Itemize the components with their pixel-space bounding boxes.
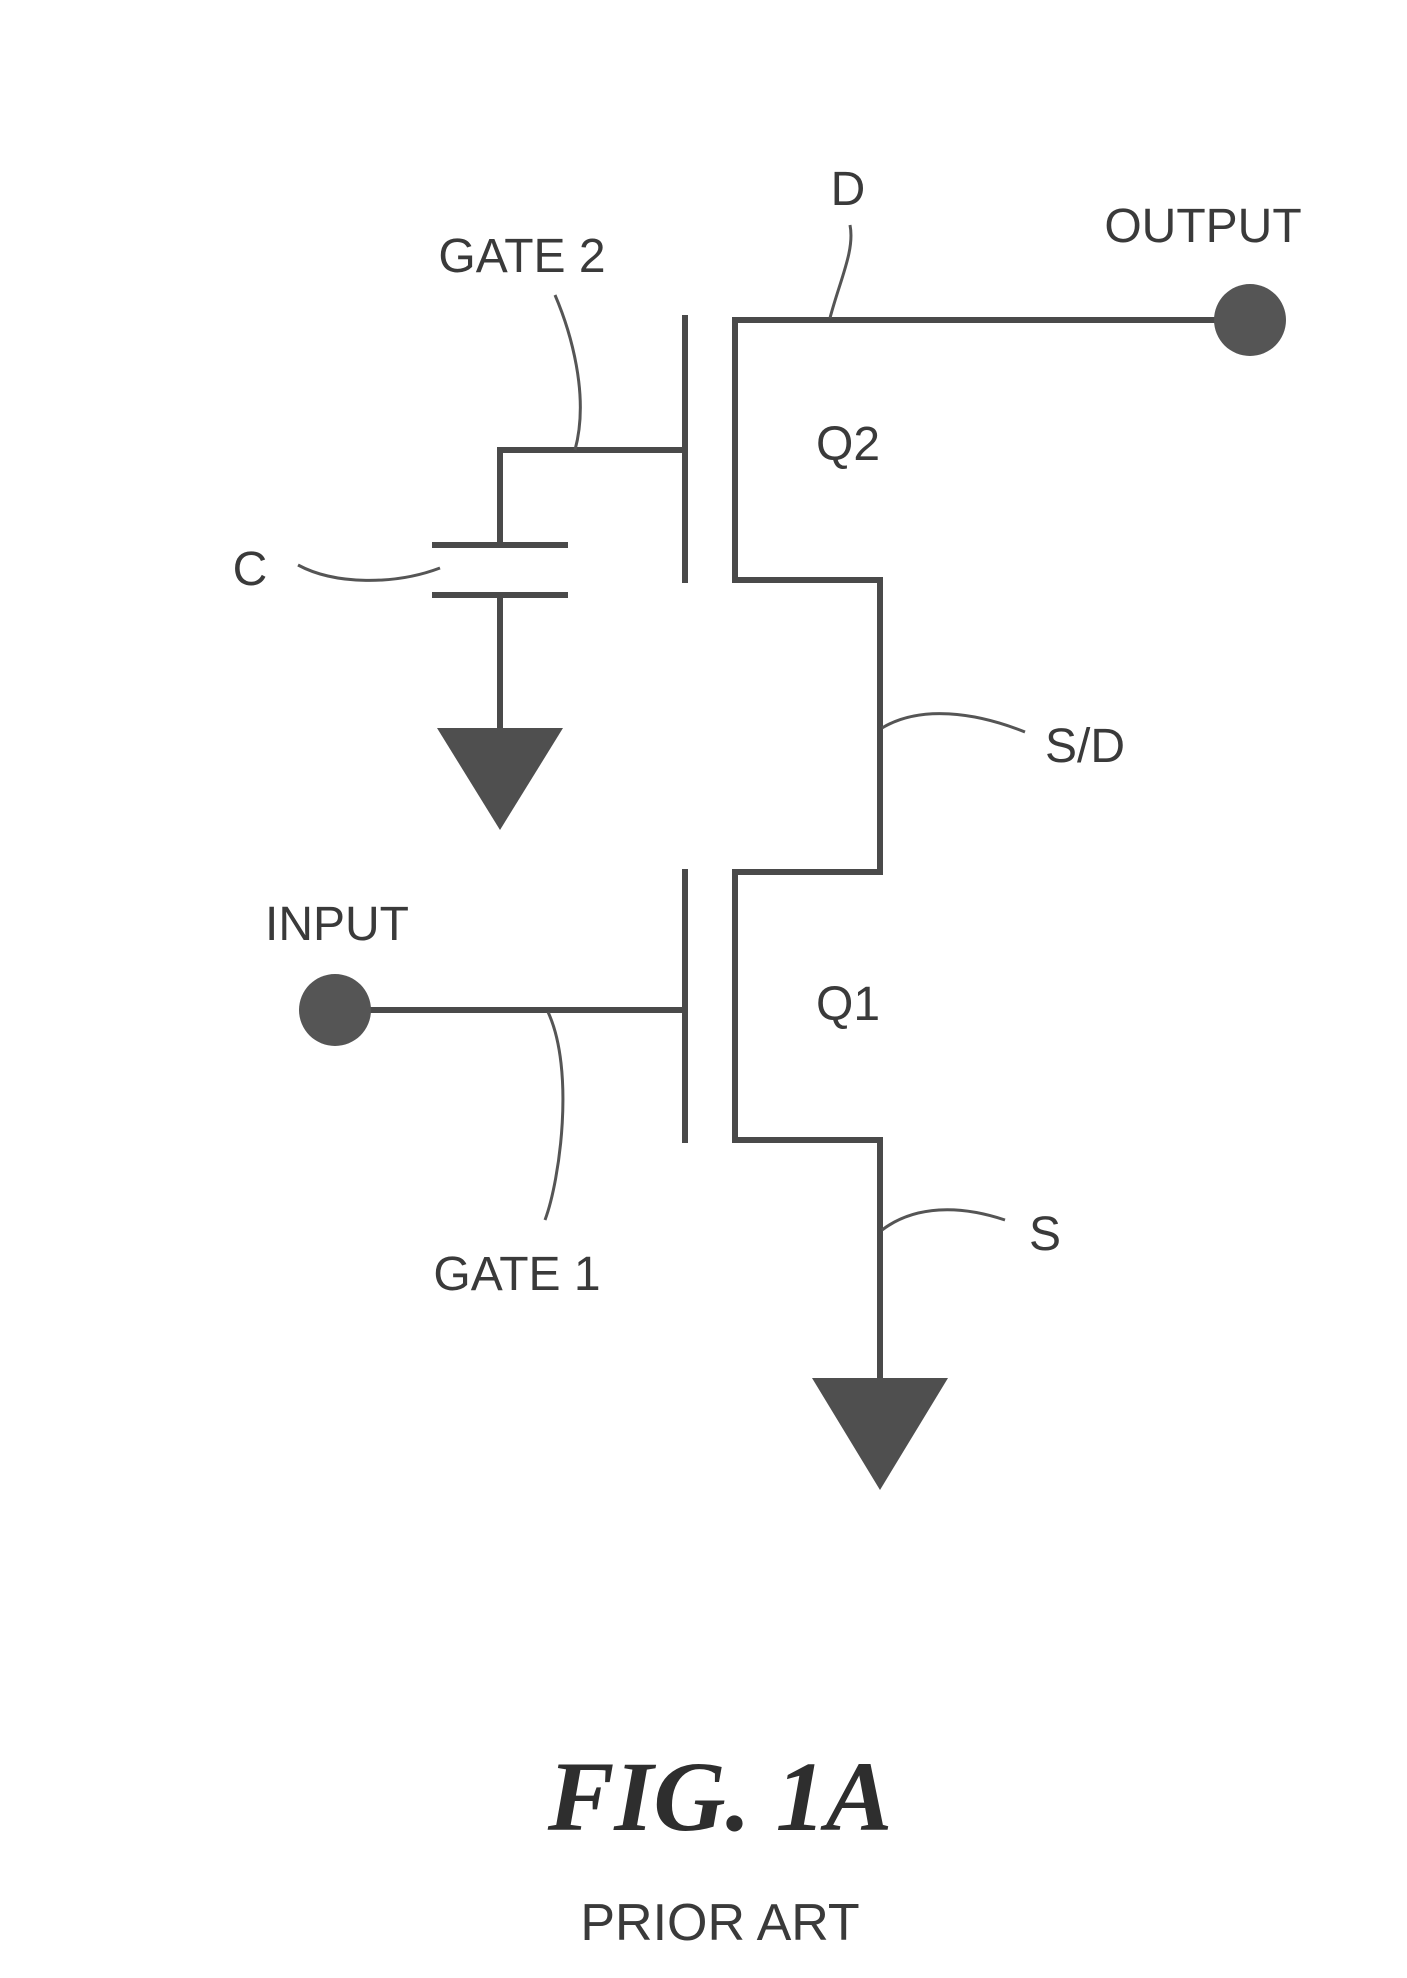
leader-source [882, 1210, 1005, 1230]
source-wire [735, 1140, 880, 1380]
transistor-q1 [685, 872, 735, 1140]
label-q2: Q2 [816, 418, 880, 471]
label-output: OUTPUT [1104, 200, 1301, 253]
label-q1: Q1 [816, 978, 880, 1031]
label-gate2: GATE 2 [438, 230, 605, 283]
label-source: S [1029, 1208, 1061, 1261]
prior-art-note: PRIOR ART [580, 1894, 859, 1952]
leader-capacitor [298, 565, 440, 580]
label-drain: D [831, 163, 866, 216]
figure-caption: FIG. 1A [547, 1741, 893, 1852]
source-drain-wire [735, 580, 880, 872]
ground-symbol-capacitor [437, 728, 563, 830]
leader-gate2 [555, 295, 580, 450]
gate2-wire [500, 450, 685, 545]
label-input: INPUT [265, 898, 409, 951]
ground-symbol-source [812, 1378, 948, 1490]
leader-source-drain [882, 714, 1025, 732]
label-capacitor: C [233, 543, 268, 596]
transistor-q2 [685, 318, 735, 580]
leader-gate1 [545, 1012, 563, 1220]
label-gate1: GATE 1 [433, 1248, 600, 1301]
label-source-drain: S/D [1045, 720, 1125, 773]
output-terminal[interactable] [1214, 284, 1286, 356]
leader-drain [830, 225, 851, 318]
input-terminal[interactable] [299, 974, 371, 1046]
